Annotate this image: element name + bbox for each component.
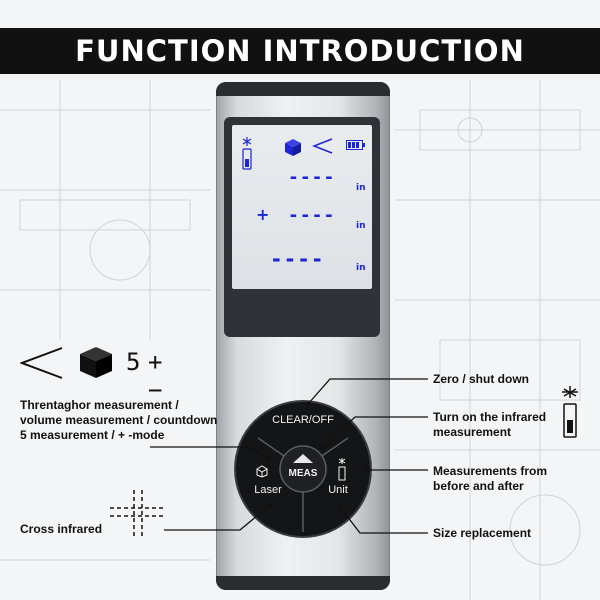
meas-button[interactable]: MEAS (288, 468, 318, 479)
lcd-row2-value: ---- (288, 205, 336, 226)
title-banner: FUNCTION INTRODUCTION (0, 28, 600, 74)
lcd-row2-unit: in (356, 221, 366, 231)
lcd-screen: ---- in + ---- in ---- in (232, 125, 372, 289)
cube-icon (285, 139, 301, 156)
zero-callout: Zero / shut down (433, 372, 529, 386)
unit-button[interactable]: Unit (328, 484, 348, 496)
lcd-row1-unit: in (356, 183, 366, 193)
modes-callout: Threntaghor measurement / volume measure… (20, 398, 218, 442)
triangle-icon (312, 138, 333, 154)
page-title: FUNCTION INTRODUCTION (75, 34, 525, 68)
volume-mode-icon (256, 465, 268, 478)
cross-infrared-callout: Cross infrared (20, 522, 103, 536)
cube-icon (80, 347, 112, 378)
battery-icon (346, 140, 365, 150)
clear-off-button[interactable]: CLEAR/OFF (272, 414, 334, 426)
lcd-row3-unit: in (356, 263, 366, 273)
device-top-cap (216, 82, 390, 96)
laser-pointer-icon (242, 137, 252, 170)
triangle-icon (20, 347, 63, 379)
before-after-callout: Measurements from before and after (433, 464, 548, 493)
plus-minus-icon: +− (148, 348, 163, 404)
lcd-plus-sign: + (256, 205, 270, 224)
lcd-row1-value: ---- (288, 167, 336, 188)
control-pad: CLEAR/OFF MEAS Laser Unit (236, 402, 370, 536)
countdown-5-icon: 5 (126, 348, 141, 376)
laser-button[interactable]: Laser (254, 484, 282, 496)
device-bottom-cap (216, 576, 390, 590)
infrared-callout: Turn on the infrared measurement (433, 410, 547, 439)
crosshair-icon (110, 490, 166, 536)
meas-arrow-icon (293, 454, 313, 463)
size-callout: Size replacement (433, 526, 532, 540)
lcd-row3-value: ---- (270, 247, 325, 271)
screen-bezel: ---- in + ---- in ---- in (224, 117, 380, 337)
laser-distance-meter: ---- in + ---- in ---- in CLEAR/OFF MEAS… (216, 82, 390, 590)
unit-laser-icon (338, 458, 346, 481)
laser-pointer-icon (562, 386, 578, 438)
